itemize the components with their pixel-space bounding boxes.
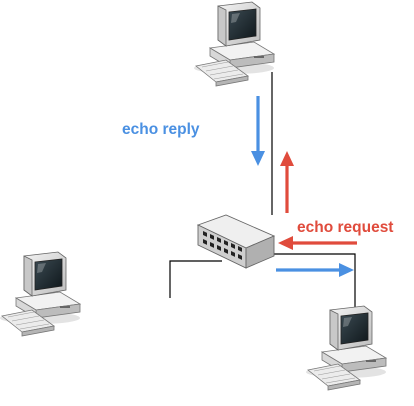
echo-reply-arrow-down (251, 96, 265, 166)
cable-right (265, 253, 356, 310)
echo-request-arrow-up (280, 151, 294, 213)
echo-reply-arrow-right (276, 263, 354, 277)
network-hub[interactable] (196, 214, 276, 269)
echo-request-label: echo request (297, 219, 393, 236)
echo-request-arrow-left (278, 236, 357, 250)
desktop-computer-icon (0, 251, 81, 337)
desktop-computer-icon (193, 1, 275, 87)
computer-top[interactable] (193, 1, 275, 87)
network-cables (169, 72, 356, 310)
network-hub-icon (196, 214, 276, 269)
computer-left[interactable] (0, 251, 81, 337)
computer-right[interactable] (305, 305, 387, 391)
echo-reply-label: echo reply (122, 121, 200, 138)
cable-left (169, 260, 222, 298)
desktop-computer-icon (305, 305, 387, 391)
